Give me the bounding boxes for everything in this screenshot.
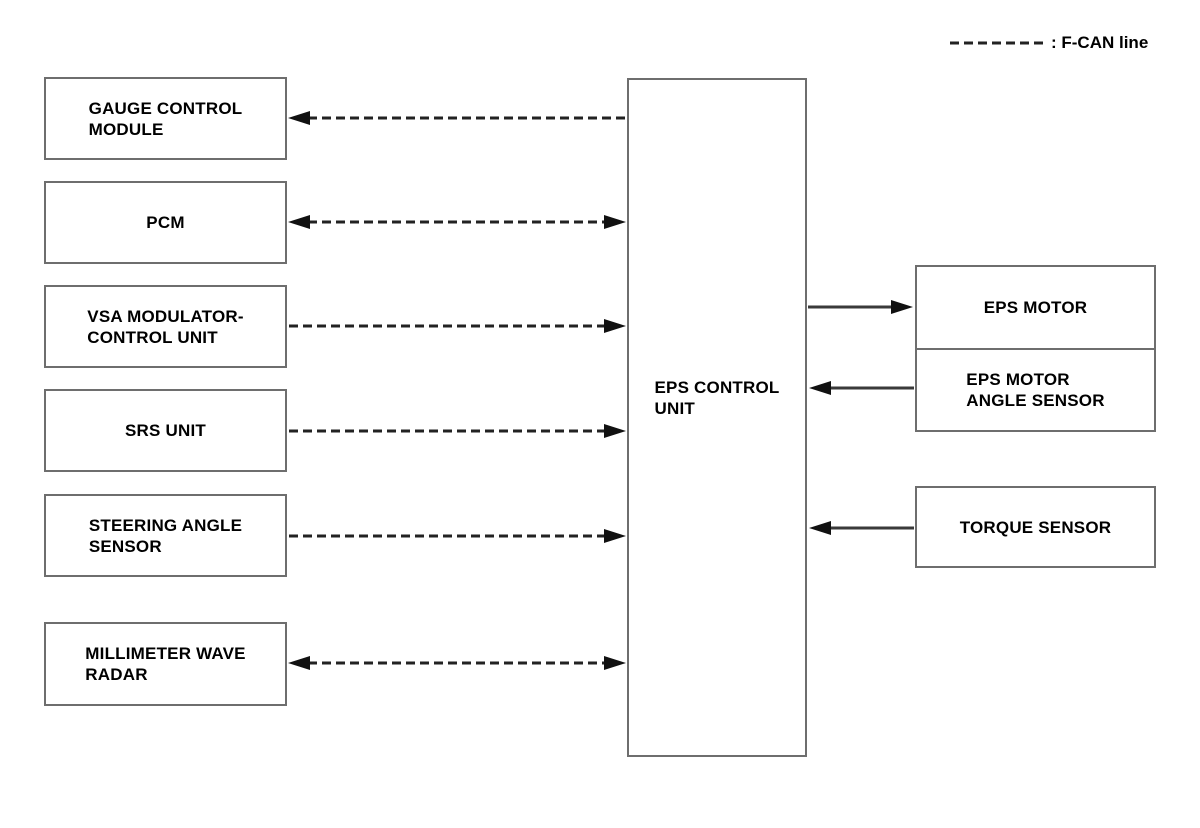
connection-srs-to-eps	[289, 424, 626, 438]
connection-eps-motor-angle-sensor-to-eps	[809, 381, 914, 395]
connection-steering-angle-sensor-to-eps	[289, 529, 626, 543]
connection-torque-sensor-to-eps	[809, 521, 914, 535]
node-gauge-control-module: GAUGE CONTROL MODULE	[44, 77, 287, 160]
node-steering-angle-sensor-label: STEERING ANGLE SENSOR	[88, 515, 243, 556]
node-vsa-modulator-control-unit-label: VSA MODULATOR- CONTROL UNIT	[87, 306, 244, 347]
node-millimeter-wave-radar: MILLIMETER WAVE RADAR	[44, 622, 287, 706]
node-torque-sensor-label: TORQUE SENSOR	[959, 517, 1112, 537]
connection-vsa-to-eps	[289, 319, 626, 333]
node-eps-motor-label: EPS MOTOR	[983, 297, 1088, 317]
node-steering-angle-sensor: STEERING ANGLE SENSOR	[44, 494, 287, 577]
node-vsa-modulator-control-unit: VSA MODULATOR- CONTROL UNIT	[44, 285, 287, 368]
node-srs-unit: SRS UNIT	[44, 389, 287, 472]
node-pair-eps-motor: EPS MOTOR EPS MOTOR ANGLE SENSOR	[915, 265, 1156, 432]
legend-label: : F-CAN line	[1051, 33, 1149, 52]
node-eps-motor: EPS MOTOR	[917, 267, 1154, 348]
node-pcm: PCM	[44, 181, 287, 264]
node-gauge-control-module-label: GAUGE CONTROL MODULE	[88, 98, 243, 139]
node-torque-sensor: TORQUE SENSOR	[915, 486, 1156, 568]
connection-eps-to-gauge-control-module	[288, 111, 626, 125]
node-eps-motor-angle-sensor: EPS MOTOR ANGLE SENSOR	[917, 347, 1154, 431]
node-srs-unit-label: SRS UNIT	[125, 421, 206, 440]
node-pcm-label: PCM	[146, 213, 185, 232]
node-eps-control-unit-label: EPS CONTROL UNIT	[654, 377, 780, 418]
connection-eps-pcm-bidirectional	[288, 215, 626, 229]
connection-eps-millimeter-wave-radar-bidirectional	[288, 656, 626, 670]
connection-eps-to-eps-motor	[808, 300, 913, 314]
node-millimeter-wave-radar-label: MILLIMETER WAVE RADAR	[85, 644, 246, 684]
node-eps-control-unit: EPS CONTROL UNIT	[627, 78, 807, 757]
node-eps-motor-angle-sensor-label: EPS MOTOR ANGLE SENSOR	[966, 369, 1105, 410]
